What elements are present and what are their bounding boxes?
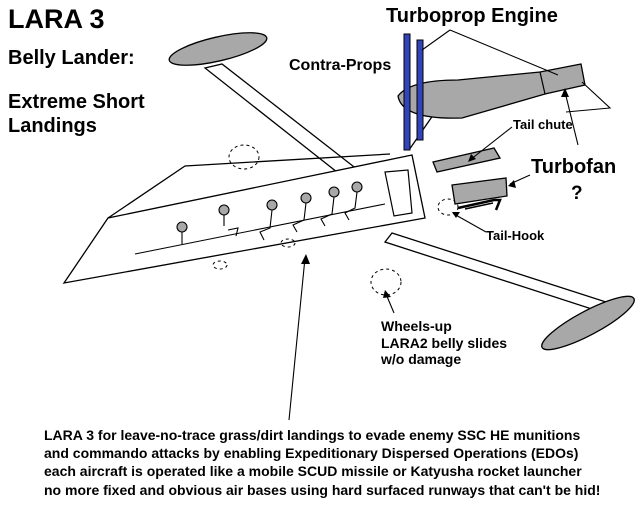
belly-hatches	[212, 144, 459, 296]
contra-prop-front	[403, 33, 411, 151]
diagram-title: LARA 3	[8, 4, 105, 34]
diagram-subtitle: Belly Lander:	[8, 47, 135, 69]
wheels-note-line-3: w/o damage	[381, 351, 462, 368]
upper-wing-strut	[203, 63, 360, 177]
diagram-subtitle-2: Extreme Short Landings	[8, 90, 145, 138]
subtitle-line-1: Extreme Short	[8, 91, 145, 113]
lower-wing	[541, 295, 635, 351]
arrowheads	[301, 88, 569, 298]
description-line-3: each aircraft is operated like a mobile …	[44, 463, 582, 480]
turbofan-pod	[451, 177, 508, 205]
crew-figures	[176, 181, 363, 244]
upper-wing	[168, 32, 268, 66]
tail-chute-label: Tail chute	[513, 117, 573, 132]
turboprop-engine-label: Turboprop Engine	[386, 5, 558, 27]
description-line-1: LARA 3 for leave-no-trace grass/dirt lan…	[44, 427, 581, 443]
description-text: LARA 3 for leave-no-trace grass/dirt lan…	[44, 426, 600, 499]
contra-prop-rear	[416, 39, 424, 141]
description-line-4: no more fixed and obvious air bases usin…	[44, 481, 601, 498]
tail-door	[384, 169, 413, 217]
subtitle-line-2: Landings	[8, 115, 97, 137]
tail-hook	[457, 198, 502, 211]
turboprop-nacelle	[397, 63, 586, 119]
fuselage	[62, 154, 426, 284]
tail-hook-label: Tail-Hook	[486, 228, 545, 243]
wheels-up-note: Wheels-up LARA2 belly slides w/o damage	[381, 318, 507, 368]
canopy	[107, 153, 391, 219]
lower-wing-strut	[383, 232, 607, 313]
wheels-note-line-2: LARA2 belly slides	[381, 334, 508, 351]
leader-lines	[288, 29, 612, 421]
description-line-2: and commando attacks by enabling Expedit…	[44, 445, 579, 462]
turbofan-label: Turbofan	[531, 156, 617, 178]
contra-props-label: Contra-Props	[289, 57, 392, 74]
tail-chute-pod	[432, 147, 502, 173]
turbofan-question-mark: ?	[571, 183, 583, 204]
wheels-note-line-1: Wheels-up	[381, 318, 452, 334]
